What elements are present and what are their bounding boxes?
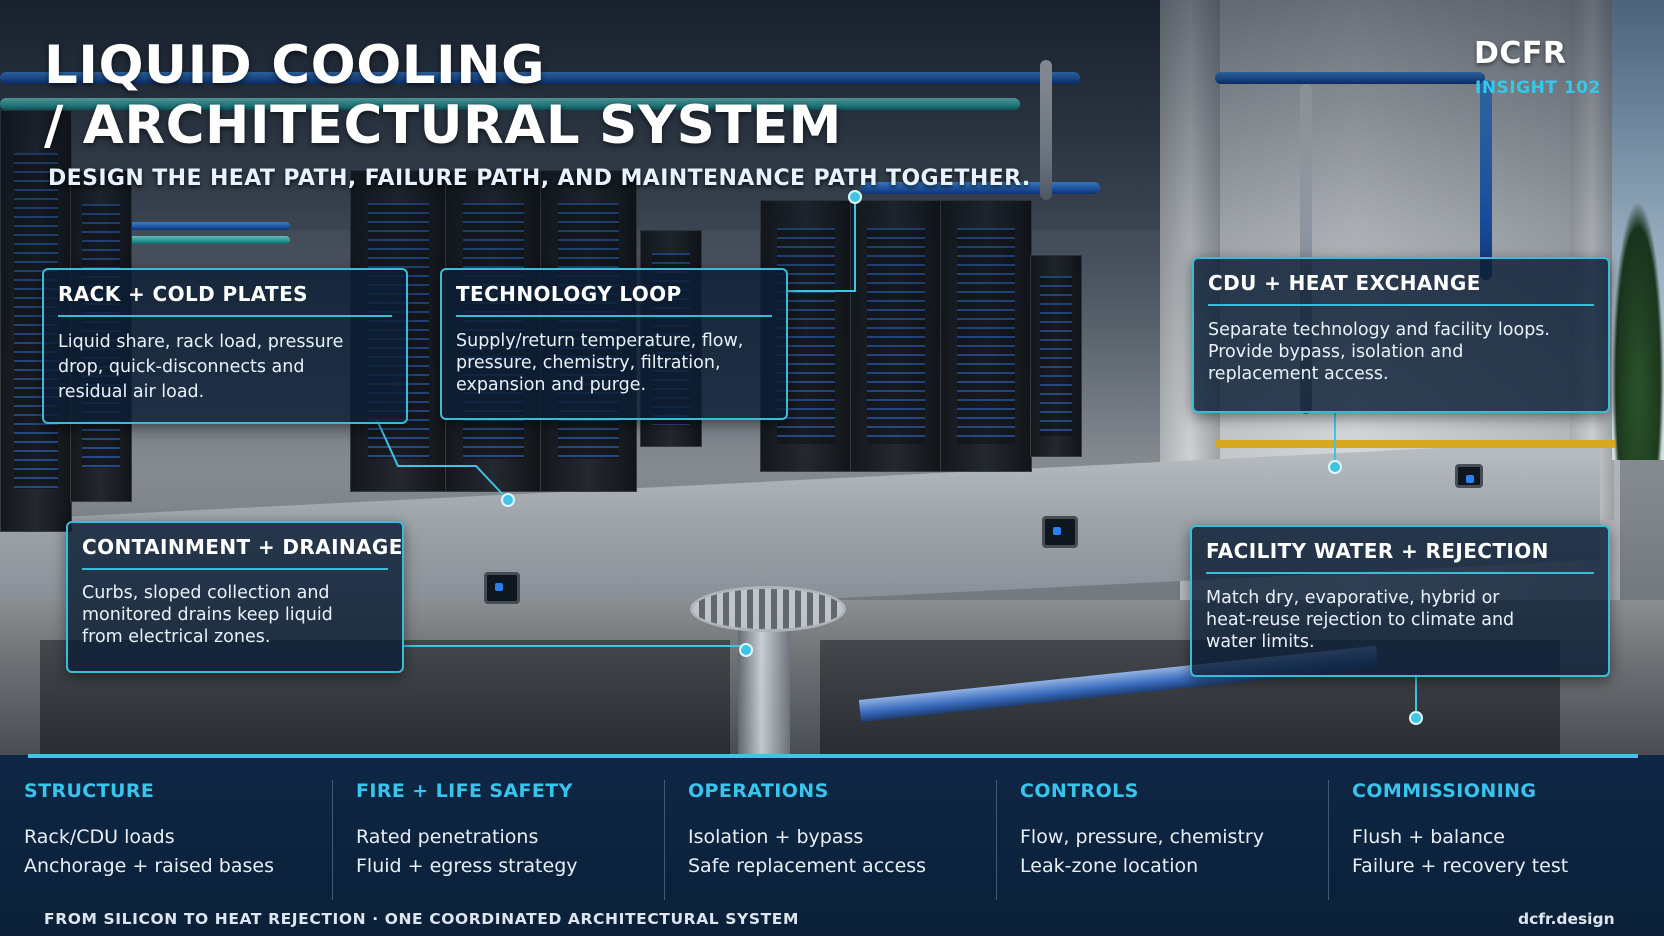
callout-body: Curbs, sloped collection and monitored d… <box>82 582 390 648</box>
callout-line: Supply/return temperature, flow, <box>456 331 744 351</box>
column-divider <box>1328 780 1329 900</box>
callout-line: Provide bypass, isolation and <box>1208 342 1464 362</box>
page-title: LIQUID COOLING / ARCHITECTURAL SYSTEM <box>44 36 842 156</box>
page-subtitle: DESIGN THE HEAT PATH, FAILURE PATH, AND … <box>48 166 1031 191</box>
column-title: CONTROLS <box>1020 780 1139 802</box>
column-title: FIRE + LIFE SAFETY <box>356 780 573 802</box>
callout-line: Liquid share, rack load, pressure <box>58 332 344 352</box>
column-line: Fluid + egress strategy <box>356 855 578 877</box>
callout-line: heat-reuse rejection to climate and <box>1206 610 1515 630</box>
column-line: Anchorage + raised bases <box>24 855 274 877</box>
column-line: Flow, pressure, chemistry <box>1020 826 1264 848</box>
callout-technology-loop: TECHNOLOGY LOOP Supply/return temperatur… <box>440 268 788 420</box>
column-fire-life-safety: FIRE + LIFE SAFETY Rated penetrations Fl… <box>356 780 656 900</box>
column-divider <box>664 780 665 900</box>
callout-line: pressure, chemistry, filtration, <box>456 353 721 373</box>
column-line: Rack/CDU loads <box>24 826 175 848</box>
band-accent-line <box>28 754 1638 758</box>
callout-line: residual air load. <box>58 382 205 402</box>
callout-body: Supply/return temperature, flow, pressur… <box>456 330 774 396</box>
column-commissioning: COMMISSIONING Flush + balance Failure + … <box>1352 780 1652 900</box>
callout-body: Liquid share, rack load, pressure drop, … <box>58 330 394 405</box>
callout-body: Match dry, evaporative, hybrid or heat-r… <box>1206 587 1596 653</box>
callout-rack-cold-plates: RACK + COLD PLATES Liquid share, rack lo… <box>42 268 408 424</box>
bottom-band <box>0 755 1664 936</box>
column-line: Isolation + bypass <box>688 826 864 848</box>
callout-title: RACK + COLD PLATES <box>58 282 392 317</box>
callout-title: FACILITY WATER + REJECTION <box>1206 539 1594 574</box>
callout-line: replacement access. <box>1208 364 1389 384</box>
column-divider <box>996 780 997 900</box>
callout-line: drop, quick-disconnects and <box>58 357 305 377</box>
callout-title: CDU + HEAT EXCHANGE <box>1208 271 1594 306</box>
title-line-2: / ARCHITECTURAL SYSTEM <box>44 95 842 156</box>
callout-line: water limits. <box>1206 632 1315 652</box>
title-line-1: LIQUID COOLING <box>44 35 546 96</box>
brand-series: INSIGHT 102 <box>1475 78 1601 98</box>
column-operations: OPERATIONS Isolation + bypass Safe repla… <box>688 780 988 900</box>
callout-line: from electrical zones. <box>82 627 271 647</box>
callout-title: TECHNOLOGY LOOP <box>456 282 772 317</box>
callout-title: CONTAINMENT + DRAINAGE <box>82 535 402 570</box>
column-title: STRUCTURE <box>24 780 155 802</box>
column-divider <box>332 780 333 900</box>
callout-containment-drainage: CONTAINMENT + DRAINAGE Curbs, sloped col… <box>66 521 404 673</box>
callout-body: Separate technology and facility loops. … <box>1208 319 1596 385</box>
footer-url: dcfr.design <box>1518 910 1615 928</box>
column-controls: CONTROLS Flow, pressure, chemistry Leak-… <box>1020 780 1320 900</box>
callout-line: monitored drains keep liquid <box>82 605 333 625</box>
callout-facility-water-rejection: FACILITY WATER + REJECTION Match dry, ev… <box>1190 525 1610 677</box>
callout-line: Match dry, evaporative, hybrid or <box>1206 588 1500 608</box>
callout-line: Separate technology and facility loops. <box>1208 320 1550 340</box>
callout-line: expansion and purge. <box>456 375 647 395</box>
column-line: Flush + balance <box>1352 826 1505 848</box>
column-title: OPERATIONS <box>688 780 829 802</box>
footer-tagline: FROM SILICON TO HEAT REJECTION · ONE COO… <box>44 910 800 928</box>
column-line: Leak-zone location <box>1020 855 1199 877</box>
column-line: Rated penetrations <box>356 826 539 848</box>
column-line: Safe replacement access <box>688 855 927 877</box>
column-structure: STRUCTURE Rack/CDU loads Anchorage + rai… <box>24 780 324 900</box>
column-title: COMMISSIONING <box>1352 780 1537 802</box>
brand-logo: DCFR <box>1474 36 1567 71</box>
callout-cdu-heat-exchange: CDU + HEAT EXCHANGE Separate technology … <box>1192 257 1610 413</box>
callout-line: Curbs, sloped collection and <box>82 583 330 603</box>
column-line: Failure + recovery test <box>1352 855 1569 877</box>
